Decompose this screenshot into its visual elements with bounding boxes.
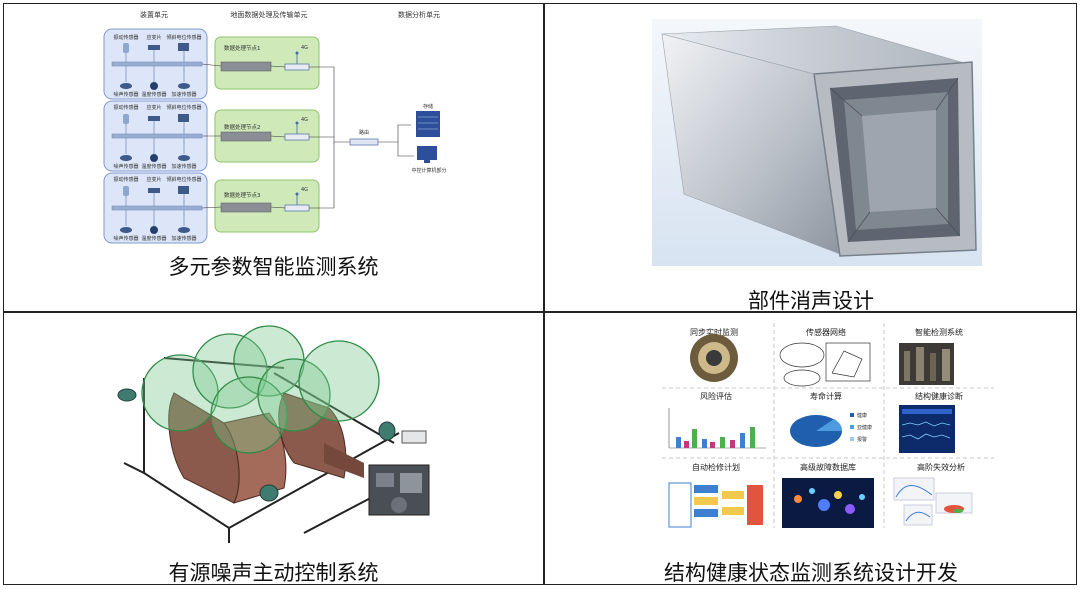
sensor-label: 振动传感器 [113,176,138,183]
diagnosis-screen [899,405,955,453]
speakers [117,388,396,502]
sensor-label: 加速传感器 [171,163,196,170]
net-label: 4G [301,187,308,193]
speaker-icon [378,421,396,441]
failure-analysis-plots [893,477,973,526]
maintenance-flowchart [668,482,763,528]
sensor-label: 应变片 [146,176,161,183]
processing-node-1: 数据处理节点1 4G [214,36,320,90]
sensor-label: 振动传感器 [113,104,138,111]
sensor-label: 加速传感器 [171,91,196,98]
panel-muffler-design: 部件消声设计 [544,4,1078,311]
panel-grid: 装置单元 地面数据处理及传输单元 数据分析单元 振动传感器 应变片 倾斜电位传感… [3,3,1077,585]
sensor-label: 振动传感器 [113,34,138,41]
pc-label: 中控计算机部分 [411,167,446,174]
seats [168,392,364,504]
net-label: 4G [301,117,308,123]
muffler-illustration [652,19,982,266]
connector-lines [201,63,414,209]
engine [368,464,430,516]
sensor-label: 倾斜电位传感器 [166,104,201,111]
life-pie-chart: 健康 亚健康 报警 [790,412,872,447]
processing-node-3: 数据处理节点3 4G [214,179,320,233]
caption-monitoring-system: 多元参数智能监测系统 [168,255,379,279]
sensor-label: 应变片 [146,104,161,111]
sensor-label: 噪声传感器 [113,235,138,242]
pie-legend: 健康 [857,412,867,419]
monitor-icon [417,146,437,160]
caption-muffler-design: 部件消声设计 [748,289,874,311]
panel-shm-system: 同步实时监测 传感器网络 智能检测系统 风险评估 寿命计算 结构健康诊断 自动检… [544,313,1078,586]
panel-active-noise-control: 有源噪声主动控制系统 [4,313,543,586]
device-unit-2: 振动传感器 应变片 倾斜电位传感器 噪声传感器 温度传感器 加速传感器 [103,100,208,172]
storage-server: 存储 [416,103,440,137]
grid-divider-horizontal [4,311,1076,313]
tile-title: 寿命计算 [810,391,842,401]
tile-title: 风险评估 [700,391,732,401]
col-title-device: 装置单元 [140,10,168,19]
tile-title: 智能检测系统 [915,327,963,337]
monitoring-diagram: 装置单元 地面数据处理及传输单元 数据分析单元 振动传感器 应变片 倾斜电位传感… [103,10,447,244]
sensor-label: 加速传感器 [171,235,196,242]
inspection-system-image [899,343,954,385]
col-title-ground: 地面数据处理及传输单元 [231,10,308,19]
shm-diagram: 同步实时监测 传感器网络 智能检测系统 风险评估 寿命计算 结构健康诊断 自动检… [662,323,994,528]
tile-title: 自动检修计划 [692,462,740,472]
sensor-label: 倾斜电位传感器 [166,176,201,183]
caption-shm-system: 结构健康状态监测系统设计开发 [664,561,958,585]
sensor-label: 温度传感器 [141,91,166,98]
control-pc: 中控计算机部分 [411,146,447,174]
risk-bar-chart [668,408,766,449]
col-title-analysis: 数据分析单元 [398,10,440,19]
storage-label: 存储 [423,103,433,110]
tile-title: 高阶失效分析 [917,462,965,472]
tile-title: 传感器网络 [806,327,846,337]
pie-legend: 亚健康 [857,424,872,431]
device-unit-1: 振动传感器 应变片 倾斜电位传感器 噪声传感器 温度传感器 加速传感器 [103,28,208,100]
node-label: 数据处理节点3 [224,191,261,199]
sensor-label: 噪声传感器 [113,91,138,98]
switch-label: 路由 [359,129,369,136]
controller-box [401,430,427,444]
fault-database-image [782,478,874,528]
pie-legend: 报警 [857,436,867,443]
tile-title: 高级故障数据库 [800,462,856,472]
sound-field-spheres [141,325,380,454]
server-icon [416,111,440,137]
antenna-icon [295,51,299,55]
antenna-icon [295,192,299,196]
sensor-label: 倾斜电位传感器 [166,34,201,41]
sensor-label: 温度传感器 [141,235,166,242]
panel-monitoring-system: 装置单元 地面数据处理及传输单元 数据分析单元 振动传感器 应变片 倾斜电位传感… [4,4,543,311]
sensor-label: 噪声传感器 [113,163,138,170]
realtime-monitor-image [690,334,738,382]
node-label: 数据处理节点2 [224,123,261,131]
caption-active-noise-control: 有源噪声主动控制系统 [168,561,379,585]
processing-node-2: 数据处理节点2 4G [214,109,320,163]
net-label: 4G [301,45,308,51]
router: 路由 [349,129,379,146]
sensor-network-image [779,342,871,387]
grid-divider-vertical [543,4,545,584]
antenna-icon [295,121,299,125]
sensor-label: 应变片 [146,34,161,41]
tile-title: 结构健康诊断 [915,391,963,401]
tile-title: 同步实时监测 [690,327,738,337]
speaker-icon [117,388,137,402]
speaker-icon [259,484,279,502]
anc-illustration [117,325,430,543]
device-unit-3: 振动传感器 应变片 倾斜电位传感器 噪声传感器 温度传感器 加速传感器 [103,172,208,244]
node-label: 数据处理节点1 [224,44,261,52]
sensor-label: 温度传感器 [141,163,166,170]
